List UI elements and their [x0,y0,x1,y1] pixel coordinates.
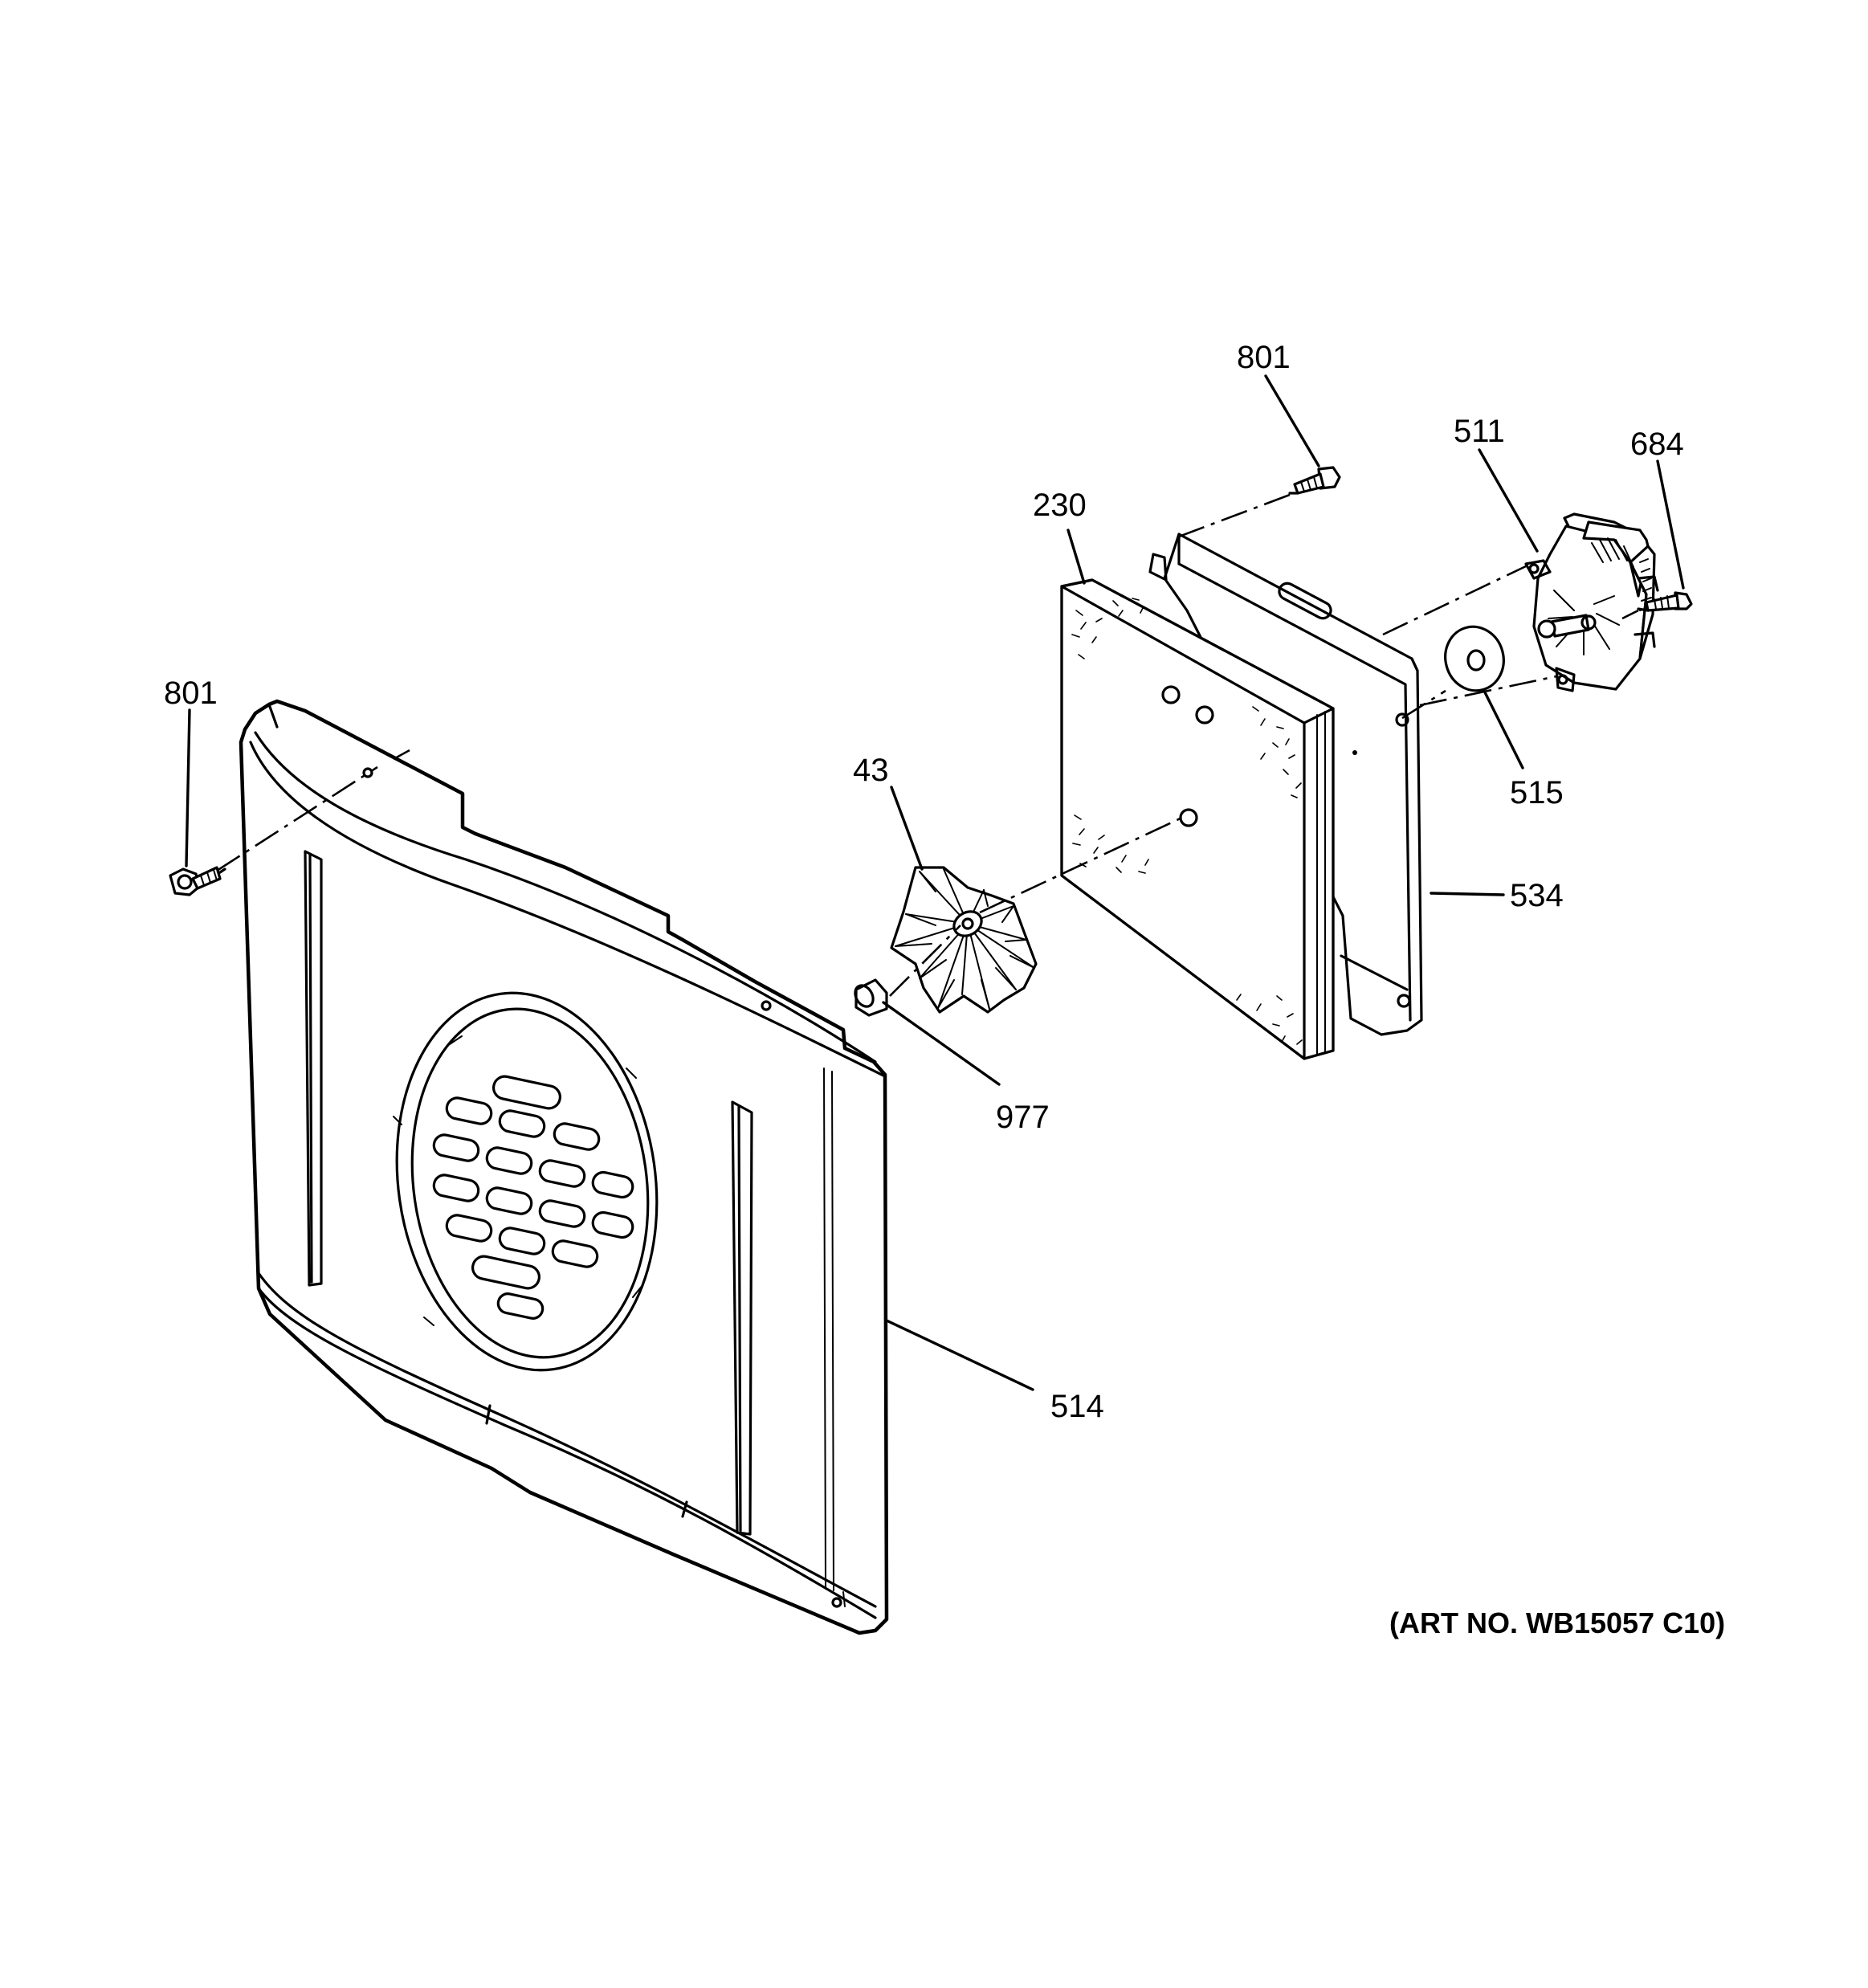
part-801-left-screw [169,866,226,896]
part-230-insulation [1060,578,1335,1060]
part-684-screw [1637,591,1693,612]
callout-515: 515 [1510,775,1564,810]
part-511-fan-motor [1524,512,1659,692]
grille-slots [432,1075,634,1320]
part-515-washer [1444,625,1505,692]
part-514-back-panel [239,699,889,1635]
callout-230: 230 [1033,488,1087,523]
callout-514: 514 [1050,1389,1104,1424]
callout-534: 534 [1510,878,1564,913]
assembly-centerlines [216,493,1639,997]
callout-511: 511 [1454,414,1505,449]
callout-43: 43 [853,753,889,788]
part-801-top-screw [1288,466,1341,495]
callout-801-top: 801 [1237,340,1291,375]
part-977-nut [854,978,888,1017]
callout-977: 977 [996,1100,1050,1135]
art-number: (ART NO. WB15057 C10) [1389,1606,1725,1639]
callout-labels: 801 511 684 230 801 43 515 534 977 514 (… [164,340,1725,1639]
leader-lines [185,374,1685,1391]
callout-801-left: 801 [164,676,218,711]
part-43-fan-blade [890,866,1038,1014]
callout-684: 684 [1630,427,1684,462]
